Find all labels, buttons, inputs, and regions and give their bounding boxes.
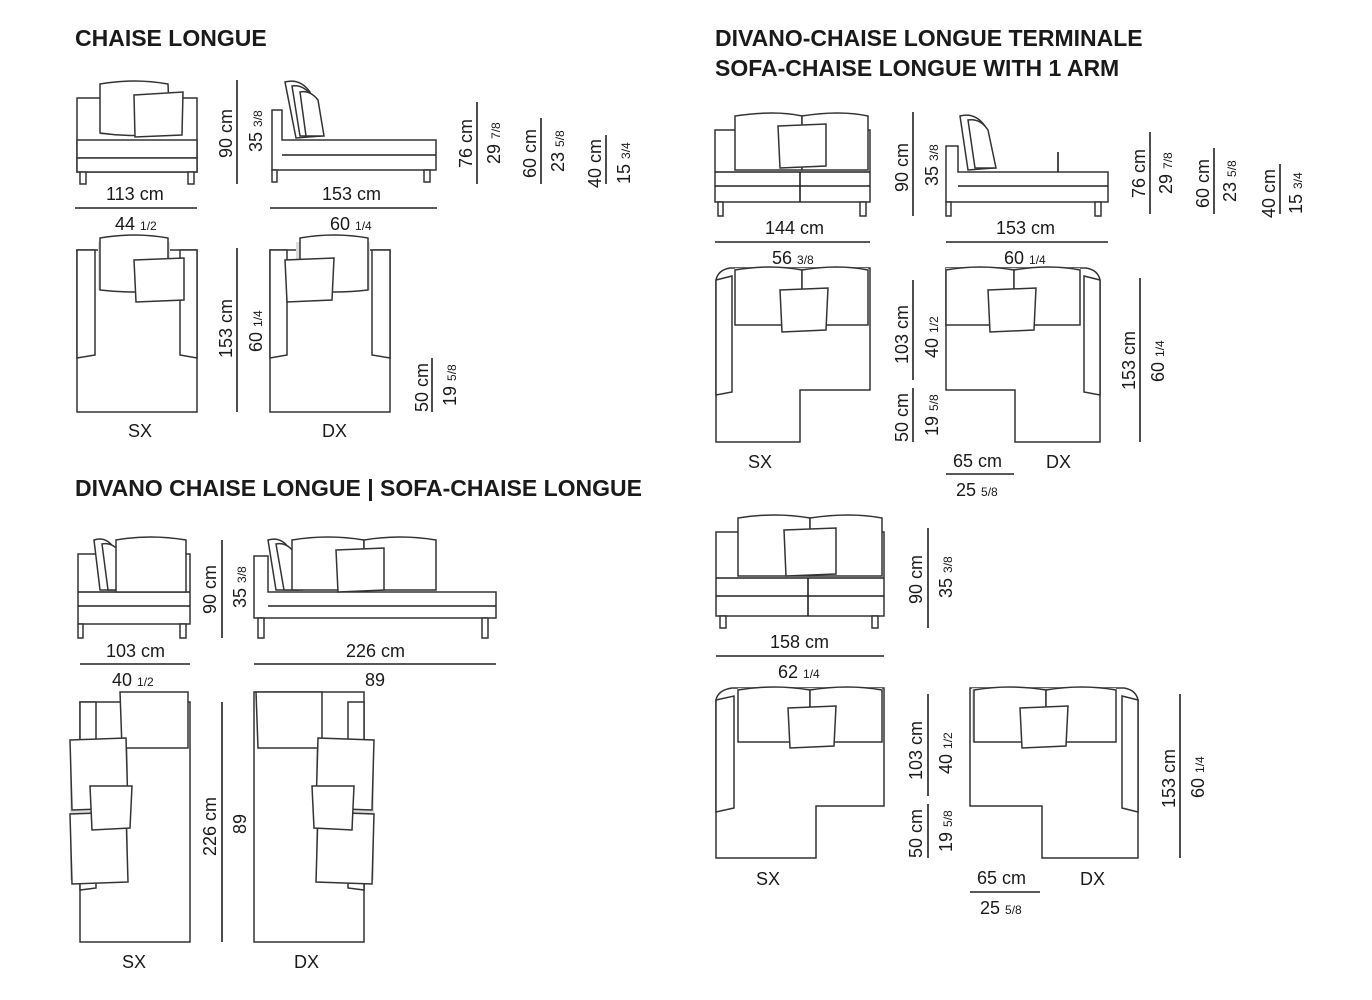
terminale-chaise-width-cm: 65 cm: [953, 451, 1002, 471]
chaise-seat-height-cm: 40 cm: [585, 139, 605, 188]
divano-plan-sx: [69, 691, 191, 943]
chaise-longue-front-view: [76, 80, 198, 185]
terminale-width-cm: 144 cm: [765, 218, 824, 238]
terminale-plan-label-sx: SX: [748, 452, 772, 472]
title-terminale-en: SOFA-CHAISE LONGUE WITH 1 ARM: [715, 55, 1119, 81]
terminale-seat-height-in: 15 3/4: [1286, 172, 1306, 214]
terminale-height-in: 35 3/8: [922, 144, 942, 186]
chaise-front-width-cm: 113 cm: [106, 184, 164, 204]
terminale-step-cm: 50 cm: [892, 393, 912, 442]
chaise-side-length-cm: 153 cm: [322, 184, 381, 204]
terminale-arm-height-cm: 60 cm: [1193, 159, 1213, 208]
chaise-height-in: 35 3/8: [246, 110, 266, 152]
terminale-chaise-width-in: 25 5/8: [956, 480, 998, 500]
terminale-depth-in: 40 1/2: [922, 316, 942, 358]
terminale-front-view: [714, 112, 871, 217]
divano-plan-label-sx: SX: [122, 952, 146, 972]
terminale-plan-label-dx: DX: [1046, 452, 1071, 472]
terminale-b-width-cm: 158 cm: [770, 632, 829, 652]
chaise-back-height-cm: 76 cm: [456, 119, 476, 168]
chaise-back-height-in: 29 7/8: [484, 122, 504, 164]
chaise-width-in: 44 1/2: [115, 214, 157, 234]
terminale-b-chaise-width-cm: 65 cm: [977, 868, 1026, 888]
chaise-plan-label-dx: DX: [322, 421, 347, 441]
terminale-plan-length-in: 60 1/4: [1148, 340, 1168, 382]
terminale-arm-height-in: 23 5/8: [1220, 160, 1240, 202]
terminale-side-view: [945, 114, 1109, 217]
terminale-seat-height-cm: 40 cm: [1259, 169, 1279, 218]
terminale-b-step-in: 19 5/8: [936, 810, 956, 852]
terminale-plan-sx: [715, 266, 871, 443]
divano-height-cm: 90 cm: [200, 565, 220, 614]
chaise-seat-depth-in: 19 5/8: [440, 364, 460, 406]
divano-plan-dx: [253, 691, 375, 943]
divano-length-cm: 226 cm: [346, 641, 405, 661]
title-divano-chaise-longue: DIVANO CHAISE LONGUE | SOFA-CHAISE LONGU…: [75, 475, 642, 501]
terminale-plan-length-cm: 153 cm: [1119, 331, 1139, 390]
title-chaise-longue: CHAISE LONGUE: [75, 25, 267, 51]
terminale-b-height-in: 35 3/8: [936, 556, 956, 598]
chaise-side-length-in: 60 1/4: [330, 214, 372, 234]
terminale-width-in: 56 3/8: [772, 248, 814, 268]
divano-plan-label-dx: DX: [294, 952, 319, 972]
terminale-length-cm: 153 cm: [996, 218, 1055, 238]
terminale-b-depth-cm: 103 cm: [906, 721, 926, 780]
divano-length-in: 89: [365, 670, 385, 690]
terminale-b-width-in: 62 1/4: [778, 662, 820, 682]
chaise-plan-label-sx: SX: [128, 421, 152, 441]
terminale-b-plan-length-in: 60 1/4: [1188, 756, 1208, 798]
divano-front-width-cm: 103 cm: [106, 641, 165, 661]
chaise-longue-plan-dx: [269, 234, 391, 413]
terminale-b-step-cm: 50 cm: [906, 809, 926, 858]
divano-plan-length-cm: 226 cm: [200, 797, 220, 856]
terminale-length-in: 60 1/4: [1004, 248, 1046, 268]
terminale-b-chaise-width-in: 25 5/8: [980, 898, 1022, 918]
chaise-seat-depth-cm: 50 cm: [412, 363, 432, 412]
chaise-arm-height-cm: 60 cm: [520, 129, 540, 178]
terminale-b-plan-label-dx: DX: [1080, 869, 1105, 889]
terminale-step-in: 19 5/8: [922, 394, 942, 436]
divano-height-in: 35 3/8: [230, 566, 250, 608]
title-terminale-it: DIVANO-CHAISE LONGUE TERMINALE: [715, 25, 1143, 51]
terminale-back-height-in: 29 7/8: [1156, 152, 1176, 194]
terminale-height-cm: 90 cm: [892, 143, 912, 192]
chaise-arm-height-in: 23 5/8: [548, 130, 568, 172]
terminale-back-height-cm: 76 cm: [1129, 149, 1149, 198]
chaise-longue-plan-sx: [76, 234, 198, 413]
terminale-b-height-cm: 90 cm: [906, 555, 926, 604]
chaise-seat-height-in: 15 3/4: [614, 142, 634, 184]
terminale-b-plan-length-cm: 153 cm: [1159, 749, 1179, 808]
terminale-depth-cm: 103 cm: [892, 305, 912, 364]
terminale-b-plan-sx: [715, 686, 885, 859]
divano-side-view: [253, 536, 497, 639]
chaise-plan-length-in: 60 1/4: [246, 310, 266, 352]
divano-plan-length-in: 89: [230, 814, 250, 834]
terminale-b-front-view: [715, 514, 885, 629]
chaise-longue-side-view: [271, 80, 437, 183]
divano-front-width-in: 40 1/2: [112, 670, 154, 690]
chaise-plan-length-cm: 153 cm: [216, 299, 236, 358]
divano-front-view: [77, 536, 191, 639]
chaise-height-cm: 90 cm: [216, 109, 236, 158]
terminale-b-plan-dx: [969, 686, 1139, 859]
terminale-plan-dx: [945, 266, 1101, 443]
terminale-b-depth-in: 40 1/2: [936, 732, 956, 774]
terminale-b-plan-label-sx: SX: [756, 869, 780, 889]
